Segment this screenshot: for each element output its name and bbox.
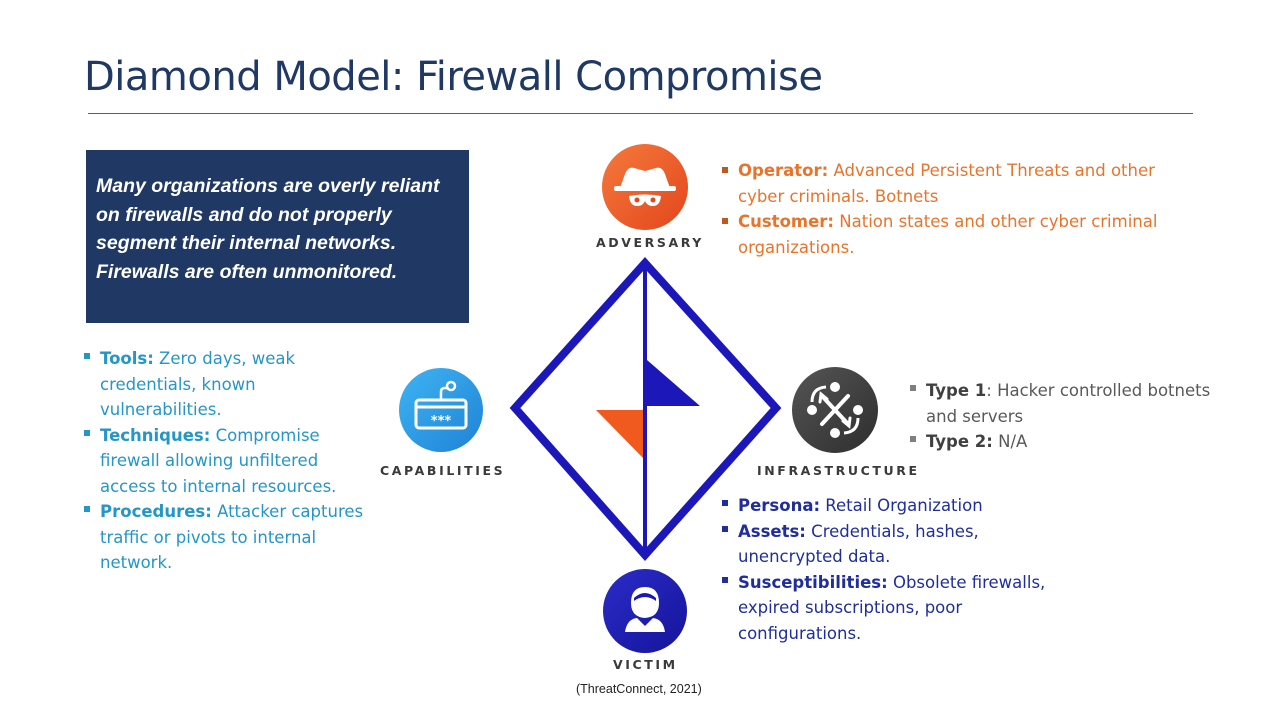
description: Compromise firewall allowing unfiltered … — [100, 425, 337, 496]
infrastructure-list: Type 1: Hacker controlled botnets and se… — [910, 378, 1230, 455]
list-item: Procedures: Attacker captures traffic or… — [84, 499, 374, 576]
description: Advanced Persistent Threats and other cy… — [738, 161, 1155, 206]
list-item: Tools: Zero days, weak credentials, know… — [84, 346, 374, 423]
term: Techniques: — [100, 425, 211, 445]
network-arrows-icon — [792, 367, 878, 453]
term: Type 2: — [926, 432, 993, 451]
diamond-blue-flag — [647, 360, 700, 406]
list-item: Type 2: N/A — [910, 429, 1230, 455]
term: Operator: — [738, 161, 829, 180]
adversary-label: ADVERSARY — [596, 235, 704, 250]
diamond-orange-flag — [596, 410, 643, 458]
term: Persona: — [738, 496, 821, 515]
list-item: Customer: Nation states and other cyber … — [722, 209, 1182, 260]
user-person-icon — [603, 569, 687, 653]
capabilities-list: Tools: Zero days, weak credentials, know… — [84, 346, 374, 576]
term: Tools: — [100, 349, 154, 368]
description: : Hacker controlled botnets and servers — [926, 381, 1211, 426]
description: Zero days, weak credentials, known vulne… — [100, 349, 296, 419]
term: Customer: — [738, 212, 835, 231]
list-item: Susceptibilities: Obsolete firewalls, ex… — [722, 570, 1062, 647]
infrastructure-label: INFRASTRUCTURE — [757, 463, 920, 478]
description: Nation states and other cyber criminal o… — [738, 212, 1158, 257]
victim-label: VICTIM — [613, 657, 678, 672]
victim-list: Persona: Retail Organization Assets: Cre… — [722, 493, 1062, 646]
list-item: Techniques: Compromise firewall allowing… — [84, 423, 374, 500]
term: Type 1 — [926, 381, 987, 400]
title-underline — [88, 113, 1193, 114]
capabilities-label: CAPABILITIES — [380, 463, 506, 478]
hacker-hat-icon — [602, 144, 688, 230]
slide-title: Diamond Model: Firewall Compromise — [84, 54, 823, 100]
citation: (ThreatConnect, 2021) — [576, 682, 702, 696]
list-item: Operator: Advanced Persistent Threats an… — [722, 158, 1182, 209]
description: Retail Organization — [820, 496, 983, 515]
callout-box: Many organizations are overly reliant on… — [86, 150, 469, 323]
description: Attacker captures traffic or pivots to i… — [100, 502, 364, 572]
svg-text:***: *** — [431, 414, 452, 429]
adversary-list: Operator: Advanced Persistent Threats an… — [722, 158, 1182, 260]
list-item: Type 1: Hacker controlled botnets and se… — [910, 378, 1230, 429]
list-item: Persona: Retail Organization — [722, 493, 1062, 519]
description: Obsolete firewalls, expired subscription… — [738, 572, 1046, 643]
password-browser-icon: *** — [399, 368, 483, 452]
term: Assets: — [738, 521, 806, 541]
term: Procedures: — [100, 502, 212, 521]
description: N/A — [992, 432, 1028, 451]
term: Susceptibilities: — [738, 572, 888, 592]
list-item: Assets: Credentials, hashes, unencrypted… — [722, 519, 1062, 570]
